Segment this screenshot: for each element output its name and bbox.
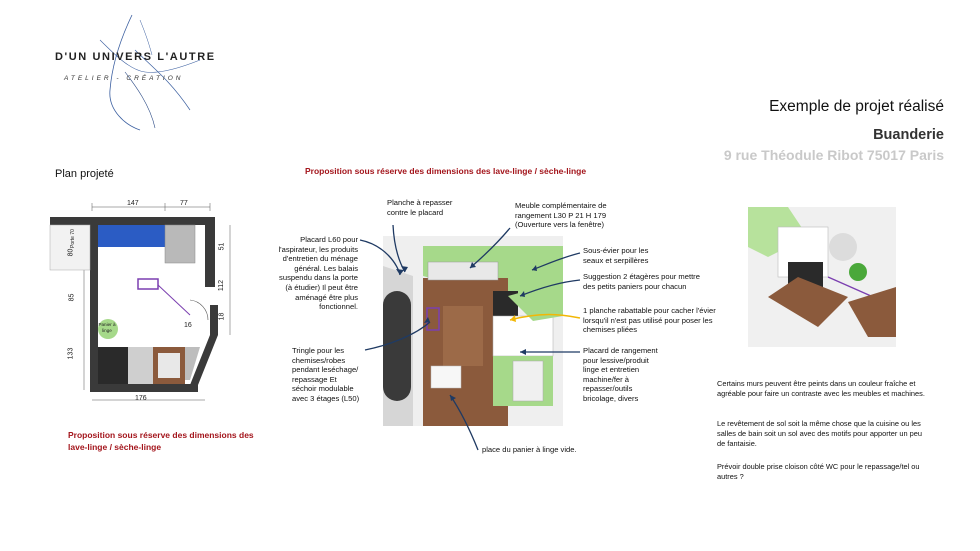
logo-title: D'UN UNIVERS L'AUTRE	[55, 51, 216, 63]
logo-swirl-icon	[99, 14, 201, 131]
label-storage: Placard de rangement pour lessive/produi…	[583, 346, 658, 403]
plan-title: Plan projeté	[55, 168, 114, 180]
floor-plan	[49, 203, 231, 401]
label-shelves: Suggestion 2 étagères pour mettre des pe…	[583, 272, 700, 291]
label-cabinet: Meuble complémentaire de rangement L30 P…	[515, 201, 607, 230]
dim-147: 147	[127, 200, 139, 207]
room-title: Buanderie	[873, 127, 944, 143]
basket-label: Panier à linge	[98, 322, 116, 333]
label-folding-board: 1 planche rabattable pour cacher l'évier…	[583, 306, 716, 335]
note-floor: Le revêtement de sol soit la même chose …	[717, 419, 923, 448]
address: 9 rue Théodule Ribot 75017 Paris	[723, 147, 944, 163]
dim-16: 16	[184, 322, 192, 329]
dim-176: 176	[135, 395, 147, 402]
render-thumbnail	[748, 207, 896, 347]
render-3d	[383, 236, 563, 426]
render-caveat: Proposition sous réserve des dimensions …	[305, 166, 587, 176]
label-rail: Tringle pour les chemises/robes pendant …	[292, 346, 360, 403]
dim-77: 77	[180, 200, 188, 207]
label-under-sink: Sous-évier pour les seaux et serpillères	[583, 246, 649, 265]
label-basket: place du panier à linge vide.	[482, 445, 577, 454]
label-ironing-board: Planche à repasser contre le placard	[387, 198, 453, 217]
label-placard-l60: Placard L60 pour l'aspirateur, les produ…	[278, 235, 358, 312]
logo-subtitle: ATELIER - CRÉATION	[64, 75, 184, 82]
plan-caveat: Proposition sous réserve des dimensions …	[68, 430, 254, 452]
note-socket: Prévoir double prise cloison côté WC pou…	[717, 462, 920, 481]
note-paint: Certains murs peuvent être peints dans u…	[717, 379, 925, 398]
page-title: Exemple de projet réalisé	[769, 98, 944, 115]
